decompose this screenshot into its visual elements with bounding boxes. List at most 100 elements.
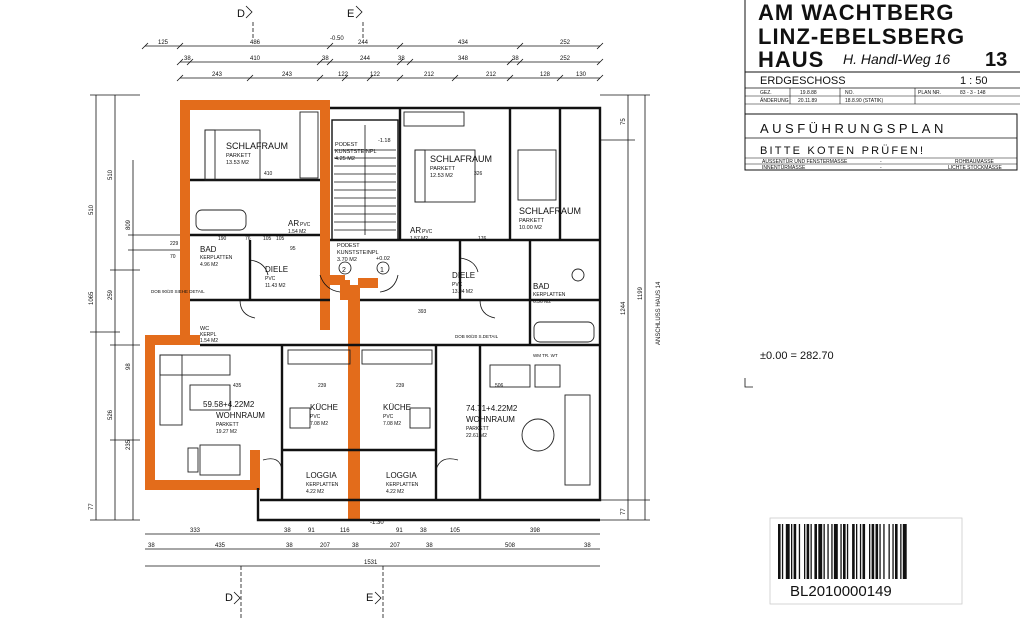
svg-text:38: 38: [398, 56, 405, 62]
barcode-bar: [785, 524, 790, 579]
dims-bottom-row1: 333 38 91 116 91 38 105 398 -1.30: [190, 520, 541, 534]
room-loggia-1: LOGGIA KERPLATTEN 4.22 M2: [306, 471, 339, 495]
barcode-bar: [871, 524, 875, 579]
dim-tick: [396, 58, 404, 66]
furniture: [159, 111, 595, 486]
barcode-bar: [888, 524, 890, 579]
svg-text:398: 398: [530, 528, 541, 534]
svg-text:122: 122: [338, 72, 349, 78]
svg-text:77: 77: [621, 508, 627, 515]
room-diele-1: DIELE PVC 11.43 M2: [265, 265, 288, 289]
svg-text:SCHLAFRAUM: SCHLAFRAUM: [226, 141, 288, 151]
svg-text:38: 38: [284, 528, 291, 534]
dim-tick: [366, 74, 374, 82]
svg-text:176: 176: [478, 236, 487, 242]
barcode-bar: [833, 524, 838, 579]
floor-name: ERDGESCHOSS: [760, 75, 846, 87]
svg-text:348: 348: [458, 56, 469, 62]
dims-top-row1: 125 486 244 434 252: [158, 40, 571, 46]
svg-text:526: 526: [108, 409, 114, 420]
svg-text:38: 38: [148, 543, 155, 549]
barcode-bar: [892, 524, 894, 579]
dim-tick: [246, 74, 254, 82]
svg-text:239: 239: [396, 383, 405, 389]
section-markers-top: D E: [237, 5, 364, 40]
room-kueche-2: KÜCHE PVC 7.08 M2: [383, 403, 411, 427]
svg-text:19.8.88: 19.8.88: [800, 90, 817, 96]
svg-text:20.11.89: 20.11.89: [798, 98, 817, 104]
svg-text:PARKETT: PARKETT: [226, 153, 252, 159]
svg-text:76: 76: [245, 236, 251, 242]
svg-text:PVC: PVC: [383, 414, 394, 420]
anschluss-note: ANSCHLUSS HAUS 14: [656, 281, 662, 345]
svg-text:PVC: PVC: [310, 414, 321, 420]
section-arrow-e-top: [355, 5, 363, 19]
stair-marker-2: 2: [342, 267, 346, 274]
room-ar-1: AR PVC 1.54 M2: [288, 219, 311, 235]
svg-text:122: 122: [370, 72, 381, 78]
svg-text:PVC: PVC: [300, 222, 311, 228]
barcode-bar: [875, 524, 879, 579]
barcode-bar: [781, 524, 784, 579]
svg-text:38: 38: [352, 543, 359, 549]
barcode-bar: [831, 524, 833, 579]
dims-left-labels: 510 1065 510 259 526 809 98 235 77 229 7…: [89, 169, 179, 510]
svg-text:KERPLATTEN: KERPLATTEN: [386, 482, 419, 488]
section-marker-d-top: D: [237, 8, 245, 20]
svg-text:435: 435: [233, 383, 242, 389]
svg-text:326: 326: [474, 171, 483, 177]
svg-text:PVC: PVC: [422, 229, 433, 235]
section-marker-d-bottom: D: [225, 592, 233, 604]
svg-text:PLAN NR.: PLAN NR.: [918, 90, 941, 96]
barcode-bar: [856, 524, 858, 579]
svg-text:18.8.90 (STATIK): 18.8.90 (STATIK): [845, 98, 883, 104]
svg-text:1065: 1065: [89, 291, 95, 305]
svg-text:116: 116: [340, 528, 350, 534]
svg-text:KERPLATTEN: KERPLATTEN: [533, 292, 566, 298]
svg-text:KERPLATTEN: KERPLATTEN: [200, 255, 233, 261]
barcode-bar: [895, 524, 898, 579]
svg-text:190: 190: [218, 236, 227, 242]
drawing-scale: 1 : 50: [960, 75, 988, 87]
dim-tick: [516, 58, 524, 66]
room-ar-2: AR PVC 1.57 M2: [410, 226, 433, 242]
svg-text:PODEST: PODEST: [335, 142, 358, 148]
svg-text:AR: AR: [288, 219, 299, 228]
svg-text:125: 125: [158, 40, 169, 46]
svg-text:12.53 M2: 12.53 M2: [430, 173, 453, 179]
barcode-bar: [883, 524, 885, 579]
svg-text:77: 77: [89, 503, 95, 510]
dimension-chain-bottom: [145, 533, 600, 567]
room-wc: WC KERPL 1.54 M2: [200, 326, 218, 344]
svg-text:KÜCHE: KÜCHE: [310, 403, 338, 412]
stamp-koten-pruefen: BITTE KOTEN PRÜFEN!: [760, 145, 925, 157]
title-block: AM WACHTBERG LINZ-EBELSBERG HAUS H. Hand…: [744, 0, 1020, 171]
svg-text:KERPL: KERPL: [200, 332, 217, 338]
svg-text:105: 105: [276, 236, 285, 242]
svg-text:75: 75: [621, 118, 627, 125]
svg-text:486: 486: [250, 40, 261, 46]
dim-tick: [506, 74, 514, 82]
svg-text:ÄNDERUNG: ÄNDERUNG: [760, 97, 789, 104]
level-bottom: -1.30: [370, 520, 384, 526]
svg-text:SCHLAFRAUM: SCHLAFRAUM: [430, 154, 492, 164]
room-podest-2: PODEST KUNSTSTEINPL 3.70 M2: [337, 243, 379, 263]
dim-tick: [596, 58, 604, 66]
svg-text:393: 393: [418, 309, 427, 315]
barcode-bar: [804, 524, 806, 579]
dim-tick: [316, 74, 324, 82]
room-schlafraum-3: SCHLAFRAUM PARKETT 10.00 M2: [519, 206, 581, 231]
svg-text:1.57 M2: 1.57 M2: [410, 236, 428, 242]
svg-text:PARKETT: PARKETT: [430, 166, 456, 172]
staircase: 2 1 -1.18 +0.02: [331, 119, 399, 275]
barcode-text: BL2010000149: [790, 583, 892, 600]
room-podest-1: PODEST KUNSTSTEINPL 4.25 M2: [335, 142, 377, 162]
svg-text:38: 38: [322, 56, 329, 62]
barcode-bar: [902, 524, 907, 579]
room-wohnraum-2: 74.71+4.22M2 WOHNRAUM PARKETT 22.61 M2: [466, 404, 518, 439]
barcode-bar: [827, 524, 829, 579]
section-arrow-d-top: [245, 5, 253, 19]
dimension-chain-right: [600, 94, 650, 521]
dim-tick: [341, 74, 349, 82]
svg-text:243: 243: [282, 72, 293, 78]
